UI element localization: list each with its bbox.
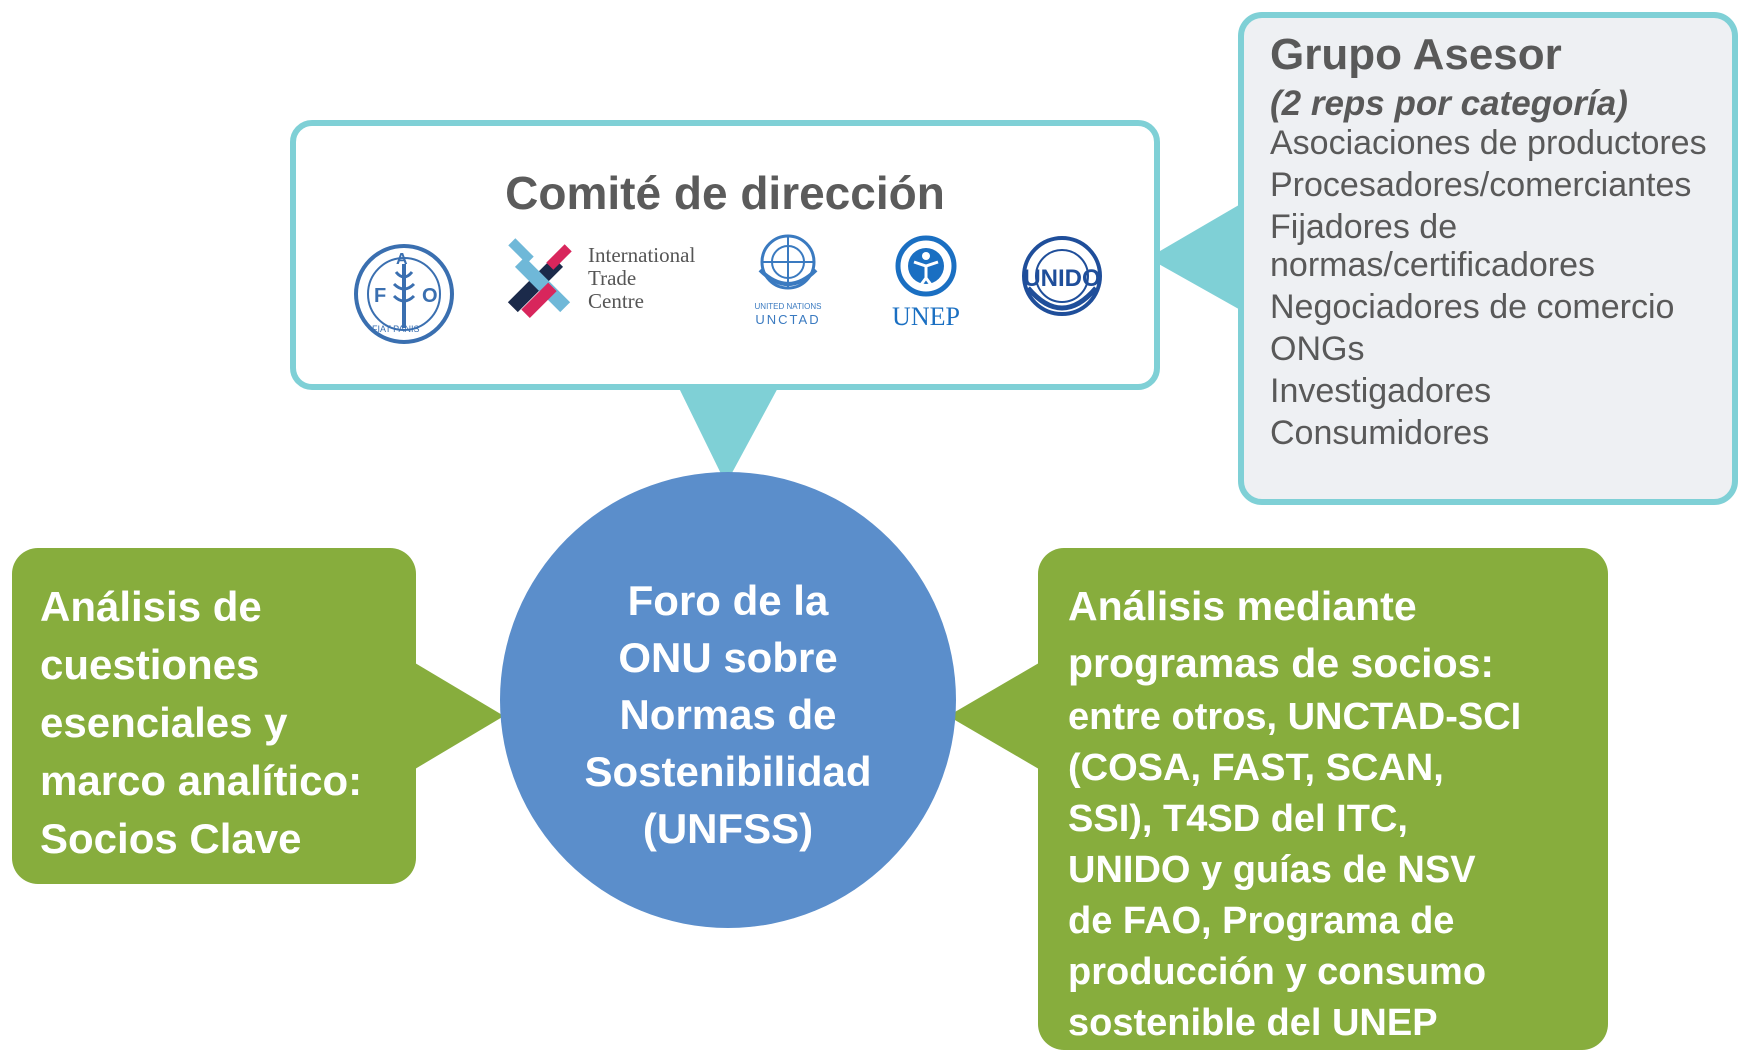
unfss-forum-circle: Foro de la ONU sobre Normas de Sostenibi… [500,472,956,928]
committee-to-forum-arrow [677,384,780,484]
list-item: Consumidores [1270,414,1490,452]
right-box-line: SSI), T4SD del ITC, [1068,798,1408,840]
svg-text:O: O [422,285,438,307]
unido-text: UNIDO [1023,265,1100,292]
left-box-line: cuestiones [40,641,260,688]
unido-logo-icon: UNIDO [1022,236,1102,316]
left-box-line: esenciales y [40,699,288,746]
forum-line: Sostenibilidad [584,748,872,795]
right-box-line: producción y consumo [1068,951,1487,993]
left-box-to-forum-arrow [410,660,504,772]
right-box-line: UNIDO y guías de NSV [1068,849,1476,891]
forum-line: Foro de la [627,577,829,624]
unep-logo-icon [895,235,957,297]
itc-line-3: Centre [588,289,644,313]
right-box-line: de FAO, Programa de [1068,900,1455,942]
itc-logo-icon [507,238,572,319]
svg-text:F: F [374,285,386,307]
forum-line: Normas de [619,691,837,738]
unctad-logo: UNITED NATIONS UNCTAD [744,232,834,332]
un-emblem-icon [758,234,818,290]
steering-committee-box: Comité de dirección F A O FIAT PANIS Int… [290,120,1160,390]
unep-text: UNEP [892,302,960,331]
list-item: Asociaciones de productores [1270,124,1707,162]
key-partners-analysis-box: Análisis de cuestiones esenciales y marc… [12,548,416,884]
left-box-line: Análisis de [40,583,262,630]
itc-line-1: International [588,243,696,267]
partner-programs-analysis-box: Análisis mediante programas de socios: e… [1038,548,1608,1050]
advisory-group-box: Grupo Asesor (2 reps por categoría) Asoc… [1238,12,1738,505]
forum-line: (UNFSS) [642,805,814,852]
left-box-line: marco analítico: [40,757,363,804]
right-box-heading-line: Análisis mediante [1068,583,1417,629]
left-box-line: Socios Clave [40,815,302,862]
fao-logo-icon: F A O FIAT PANIS [354,244,454,344]
unctad-text: UNCTAD [755,312,821,327]
unep-logo: UNEP [878,232,974,332]
list-item: Fijadores de normas/certificadores [1270,208,1596,284]
list-item: ONGs [1270,330,1365,368]
list-item: Investigadores [1270,372,1492,410]
forum-label: Foro de la ONU sobre Normas de Sostenibi… [500,572,956,857]
advisory-title: Grupo Asesor [1270,30,1562,79]
svg-text:FIAT PANIS: FIAT PANIS [372,324,420,334]
right-box-line: entre otros, UNCTAD-SCI [1068,696,1522,738]
list-item: Negociadores de comercio [1270,288,1675,326]
right-box-line: (COSA, FAST, SCAN, [1068,747,1444,789]
itc-logo: International Trade Centre [494,234,724,344]
forum-line: ONU sobre [618,634,838,681]
right-box-heading-line: programas de socios: [1068,640,1495,686]
list-item: Procesadores/comerciantes [1270,166,1692,204]
right-box-to-forum-arrow [948,660,1044,772]
committee-title: Comité de dirección [505,167,945,219]
svg-text:A: A [396,251,408,268]
itc-line-2: Trade [588,266,637,290]
advisory-category-list: Asociaciones de productores Procesadores… [1270,124,1740,456]
advisory-to-committee-arrow [1148,202,1244,312]
right-box-line: sostenible del UNEP [1068,1002,1438,1044]
advisory-subtitle: (2 reps por categoría) [1270,84,1628,123]
unctad-small-text: UNITED NATIONS [754,302,822,311]
